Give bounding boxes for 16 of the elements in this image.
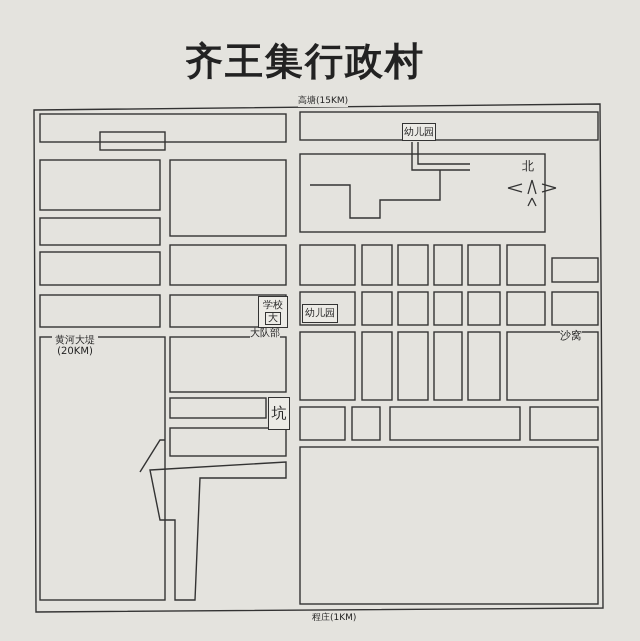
place-name: 幼儿园 (404, 126, 434, 138)
place-name: 幼儿园 (305, 308, 335, 319)
place-name: 程庄(1KM) (312, 614, 356, 624)
north-label: 北 (522, 160, 534, 174)
place-name: 高塘(15KM) (298, 97, 348, 107)
building-box (258, 296, 288, 328)
place-name: 沙窝 (560, 330, 582, 342)
place-name: 大 (265, 312, 281, 324)
place-name: 学校 (263, 300, 283, 310)
building-box (302, 304, 338, 323)
place-name: 坑 (272, 405, 286, 422)
map-title: 齐王集行政村 (185, 40, 425, 82)
building-box (268, 397, 290, 430)
place-name: 黄河大堤(20KM) (52, 335, 98, 357)
place-name: 大队部 (250, 328, 280, 339)
building-box (402, 123, 436, 141)
